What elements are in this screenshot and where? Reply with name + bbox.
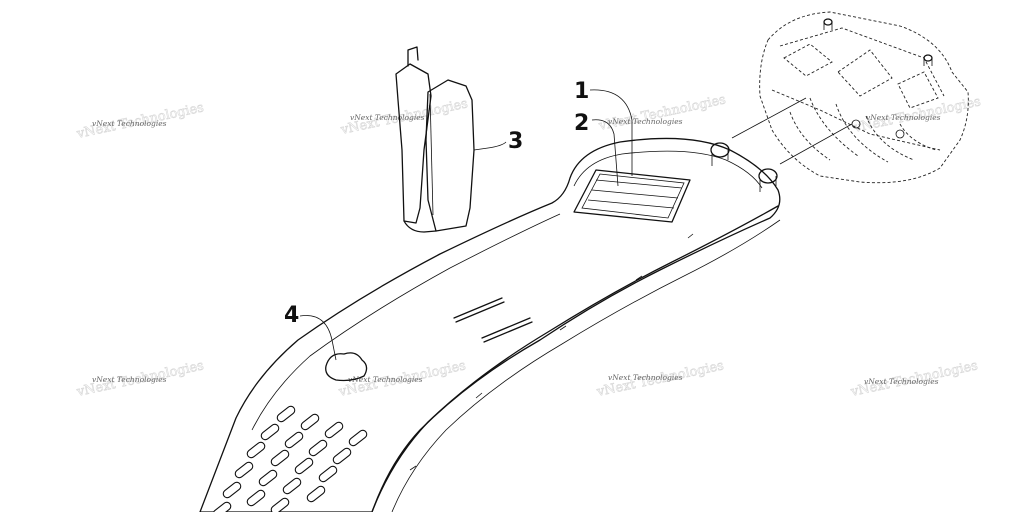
heat-exchanger-part bbox=[731, 11, 969, 184]
vent-slot bbox=[246, 489, 266, 507]
vent-slot bbox=[260, 423, 280, 441]
vent-slot bbox=[212, 501, 232, 512]
watermark-text: vNext Technologies bbox=[608, 117, 683, 126]
watermark-group: vNext Technologies vNext Technologies vN… bbox=[74, 92, 982, 400]
vent-slot bbox=[270, 497, 290, 512]
belly-pan-part bbox=[199, 137, 781, 512]
vent-slot bbox=[222, 481, 242, 499]
vent-slot bbox=[258, 469, 278, 487]
vent-slot bbox=[284, 431, 304, 449]
foam-pad-part bbox=[325, 352, 368, 382]
vent-slot bbox=[318, 465, 338, 483]
vent-slot bbox=[270, 449, 290, 467]
watermark-text: vNext Technologies bbox=[608, 373, 683, 382]
vent-slot bbox=[294, 457, 314, 475]
vent-slot bbox=[246, 441, 266, 459]
watermark-text: vNext Technologies bbox=[92, 375, 167, 384]
foam-insert-part bbox=[395, 46, 475, 233]
vent-slot bbox=[308, 439, 328, 457]
svg-text:vNext Technologies: vNext Technologies bbox=[597, 92, 727, 134]
decal-label-part bbox=[573, 169, 691, 223]
callout-leaders bbox=[299, 89, 633, 361]
vent-slot bbox=[324, 421, 344, 439]
vent-slot bbox=[234, 461, 254, 479]
vent-slot bbox=[306, 485, 326, 503]
vent-slot bbox=[282, 477, 302, 495]
watermark-text: vNext Technologies bbox=[864, 377, 939, 386]
watermark-text: vNext Technologies bbox=[350, 113, 425, 122]
callout-3: 3 bbox=[508, 129, 523, 154]
vent-slot bbox=[276, 405, 296, 423]
callout-4: 4 bbox=[284, 303, 299, 328]
vent-slots bbox=[212, 405, 368, 512]
watermark-text: vNext Technologies bbox=[866, 113, 941, 122]
callout-1: 1 bbox=[574, 79, 589, 104]
callout-2: 2 bbox=[574, 111, 589, 136]
vent-slot bbox=[348, 429, 368, 447]
watermark-text: vNext Technologies bbox=[92, 119, 167, 128]
watermark-text: vNext Technologies bbox=[348, 375, 423, 384]
vent-slot bbox=[300, 413, 320, 431]
vent-slot bbox=[332, 447, 352, 465]
